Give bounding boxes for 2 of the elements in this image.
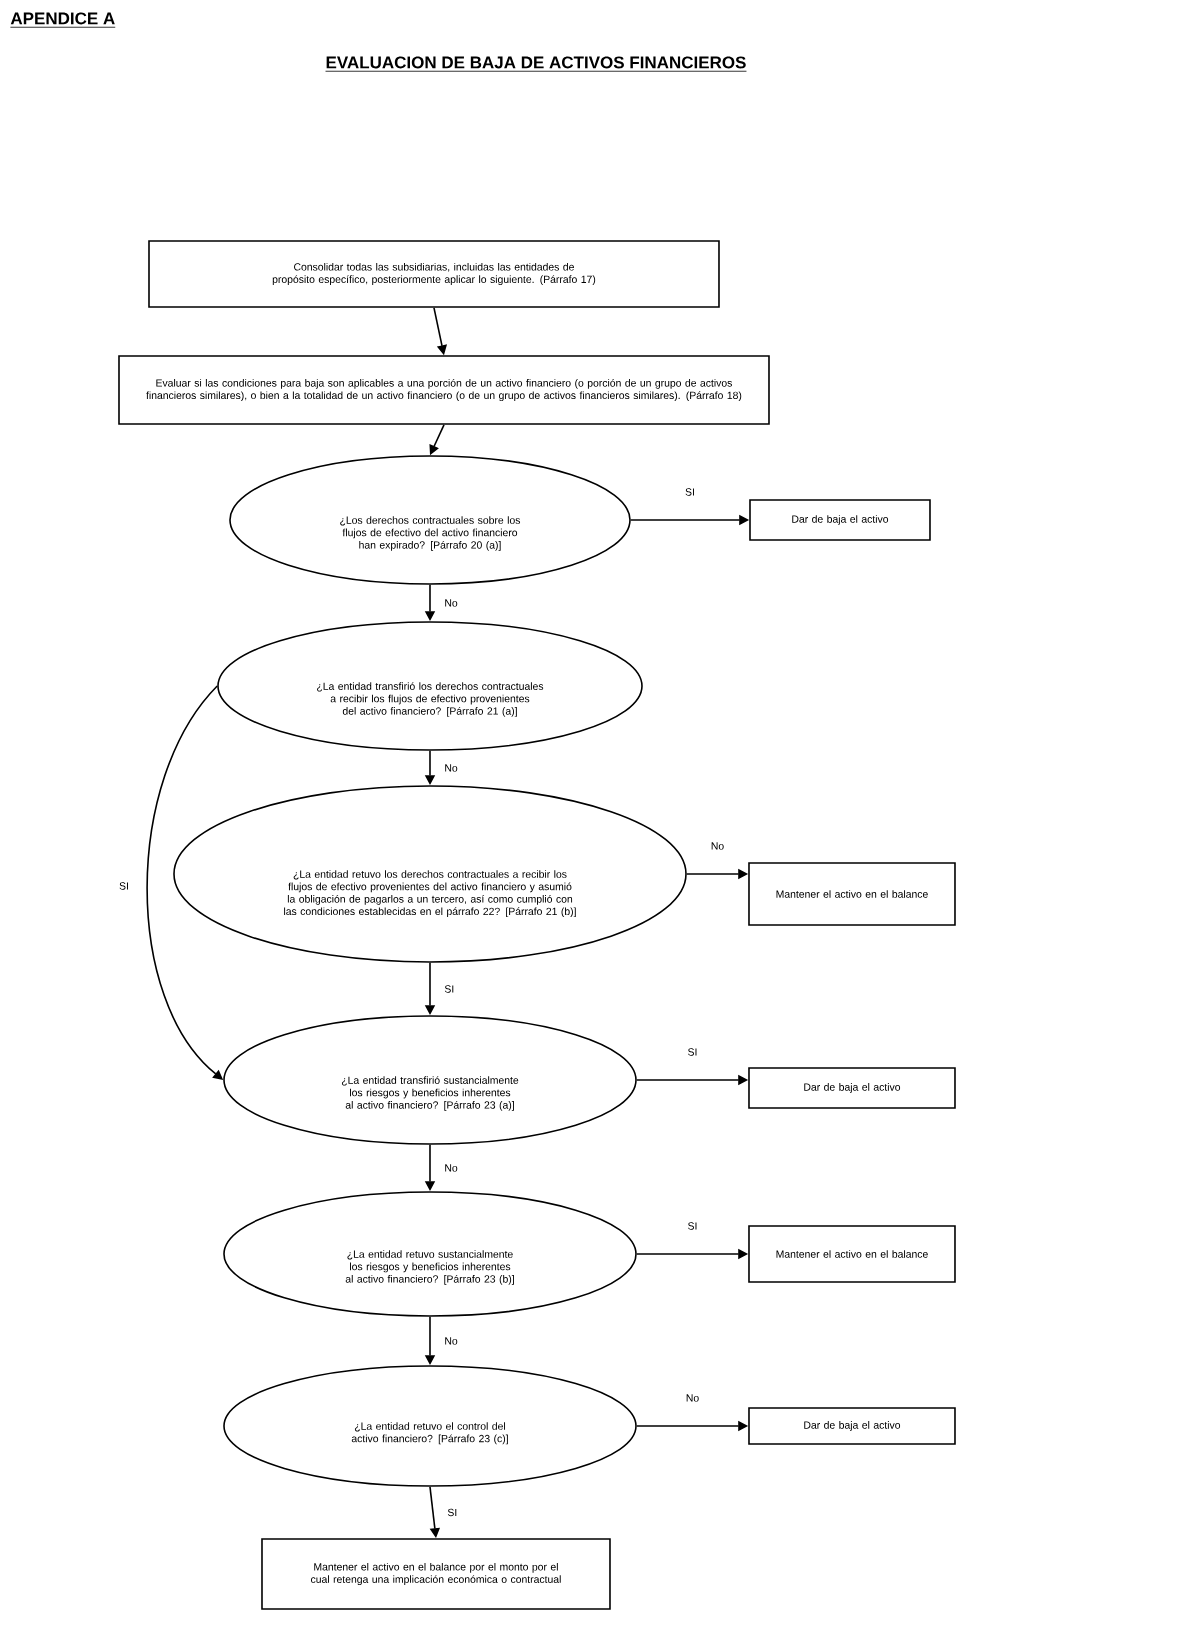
appendix-label: APENDICE A xyxy=(10,12,116,28)
title: EVALUACION DE BAJA DE ACTIVOS FINANCIEROS xyxy=(325,56,747,72)
